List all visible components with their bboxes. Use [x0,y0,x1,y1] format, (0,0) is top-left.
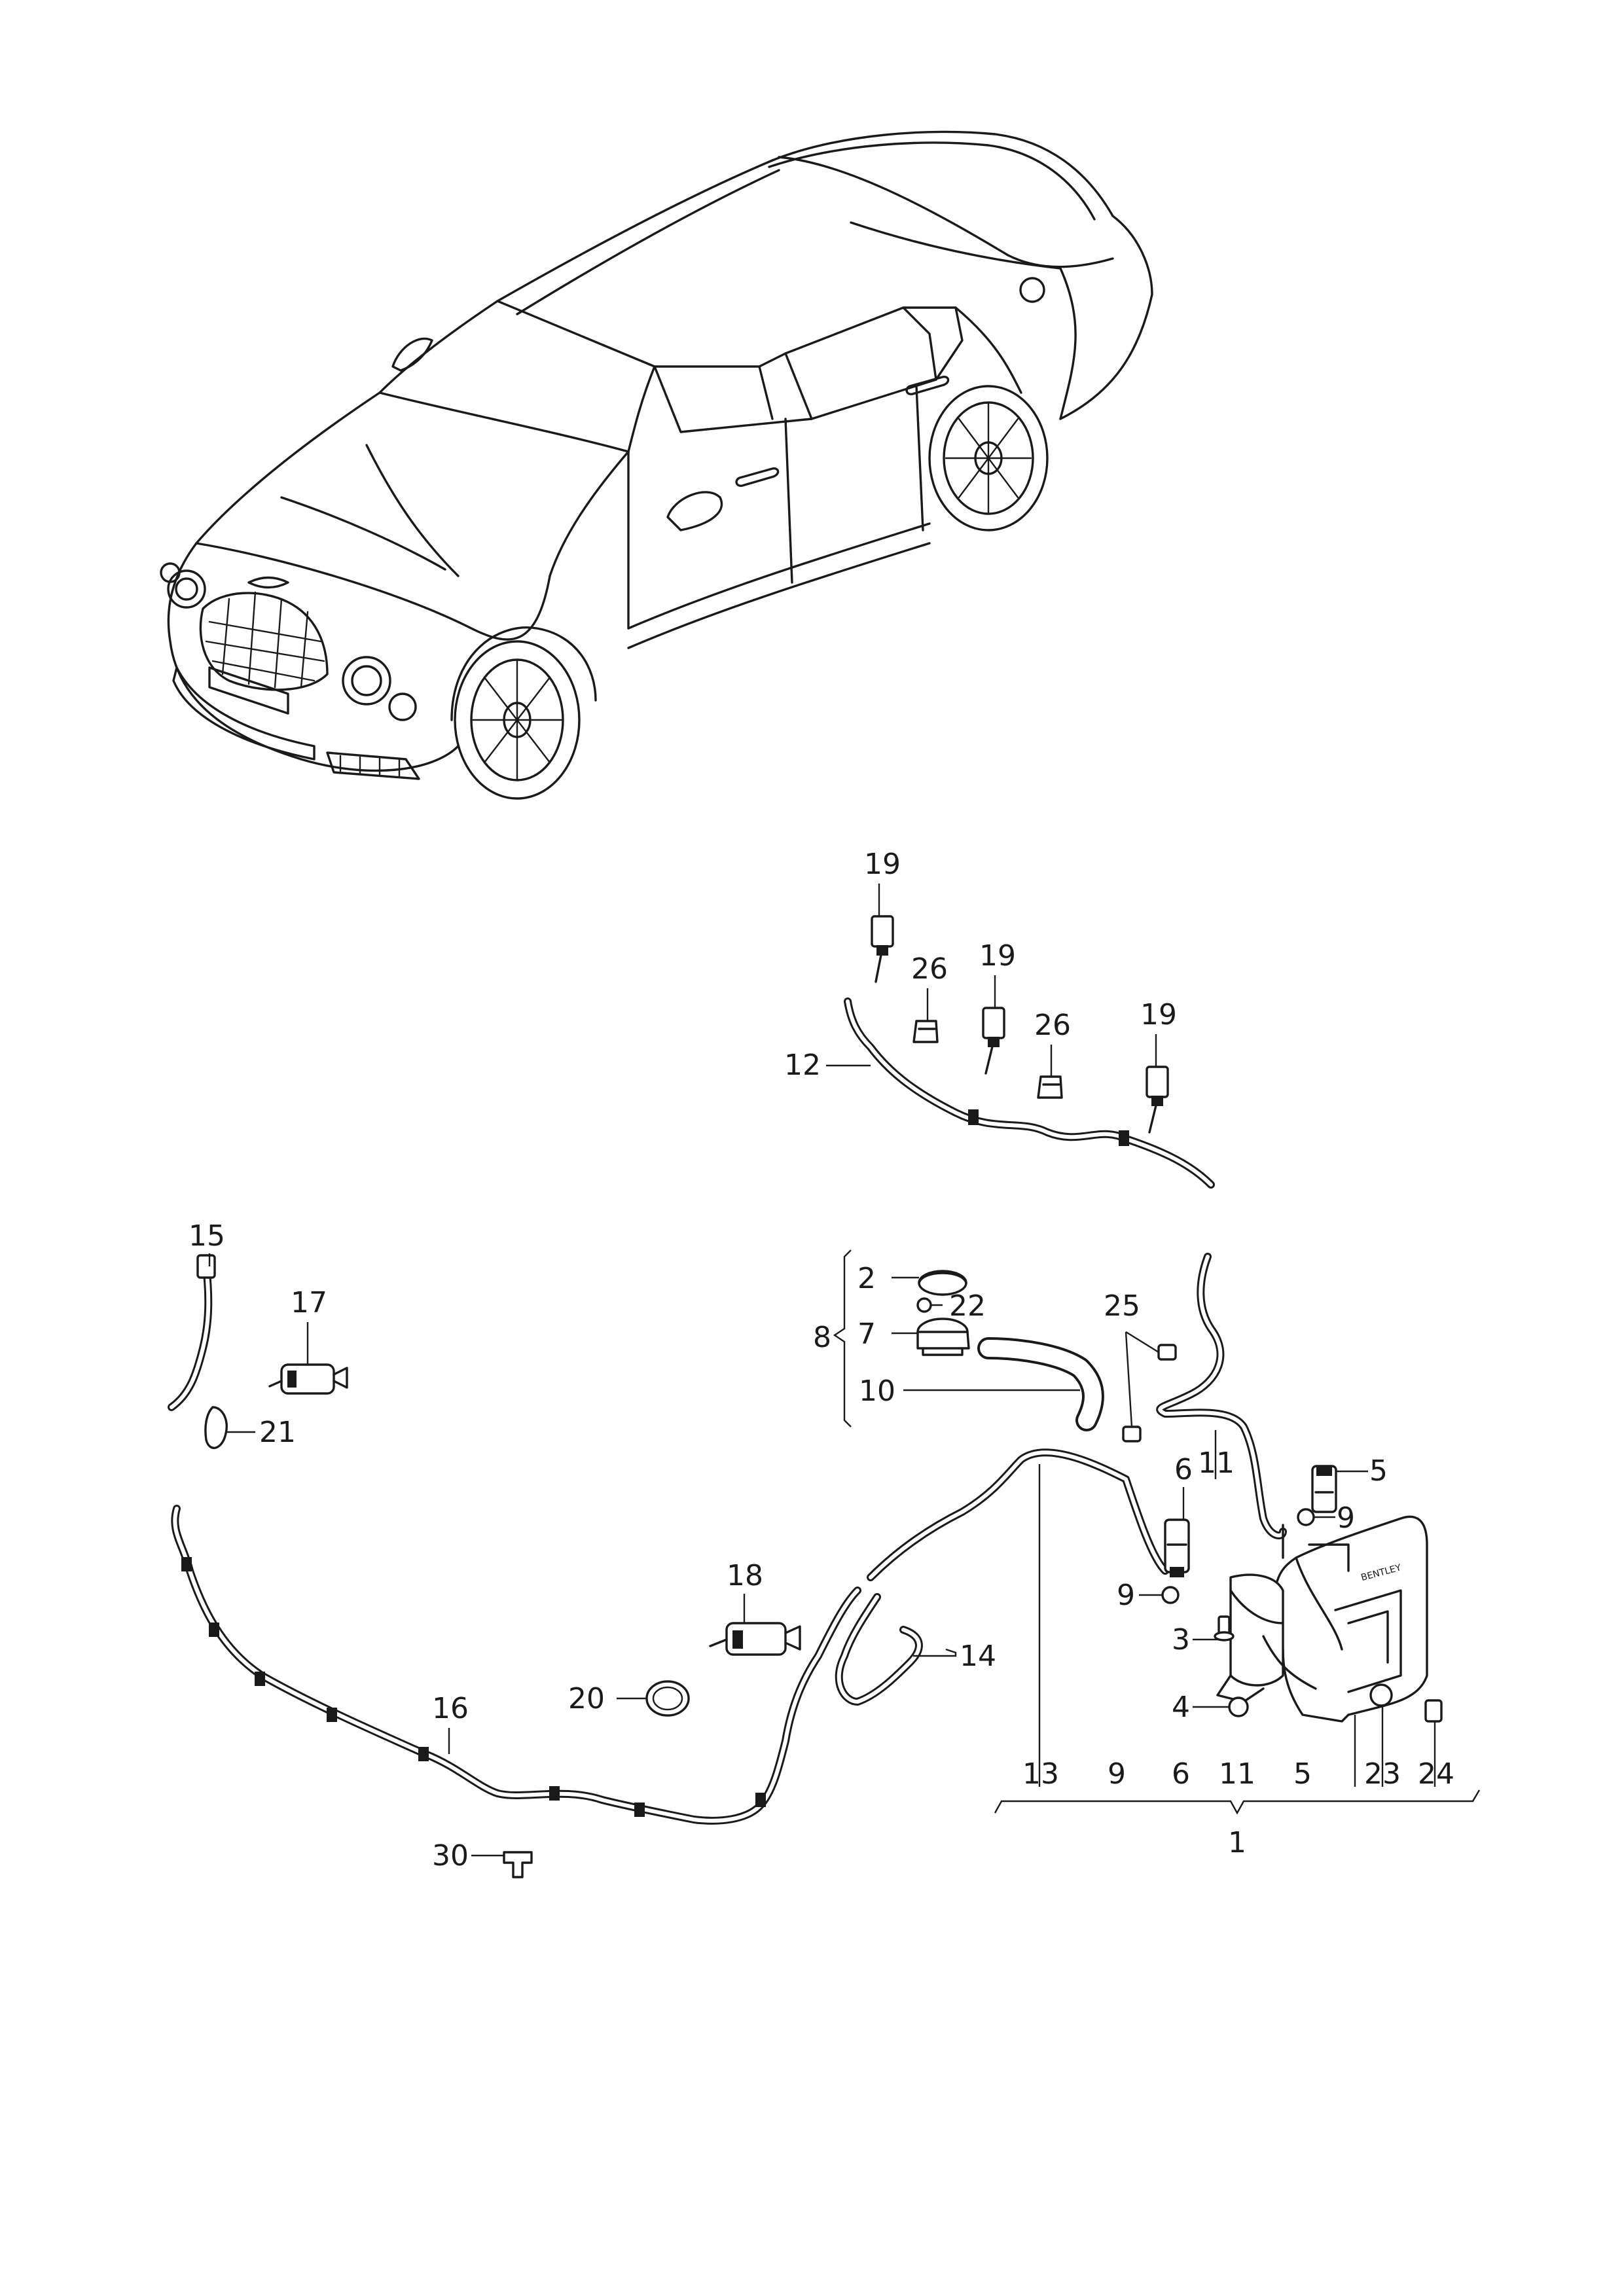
filler-neck-7 [916,1318,970,1356]
callout-6-list: 6 [1172,1757,1190,1791]
callout-9-list: 9 [1108,1757,1126,1791]
pump-5 [1311,1465,1337,1513]
callout-26-a: 26 [911,952,948,986]
seal-20 [645,1680,690,1717]
hose-12 [844,997,1215,1189]
callout-18: 18 [727,1559,763,1592]
callout-25: 25 [1104,1289,1140,1323]
callout-22: 22 [949,1289,986,1323]
callout-19-b: 19 [979,939,1016,973]
callout-5-list: 5 [1293,1757,1312,1791]
callout-10: 10 [859,1374,895,1408]
callout-8: 8 [813,1321,831,1354]
callout-20: 20 [568,1682,605,1715]
hose-11 [1156,1253,1287,1539]
connector-19-c [1146,1066,1169,1134]
pump-18 [709,1622,801,1656]
callout-30: 30 [432,1839,469,1873]
pump-17 [268,1363,348,1395]
grommet-9-a [1297,1508,1315,1526]
callout-24: 24 [1418,1757,1454,1791]
callout-1: 1 [1228,1826,1246,1859]
callout-11-list: 11 [1219,1757,1255,1791]
callout-9-b: 9 [1117,1579,1135,1612]
callout-9-a: 9 [1337,1501,1355,1535]
callout-26-b: 26 [1034,1009,1071,1042]
grommet-9-b [1161,1586,1180,1604]
hose-16 [171,1505,861,1825]
car-illustration [160,130,1153,800]
callout-2: 2 [857,1262,876,1295]
pump-6 [1164,1518,1190,1577]
callout-19-a: 19 [864,848,901,881]
callout-21: 21 [259,1416,296,1449]
callout-23: 23 [1364,1757,1401,1791]
sensor-24 [1424,1699,1443,1723]
hose-13 [867,1448,1169,1581]
screw-3 [1214,1615,1235,1641]
clip-26-a [912,1020,939,1043]
filler-cap-2 [918,1270,967,1296]
callout-labels: 19 26 19 26 19 12 2 22 8 7 10 25 11 5 9 … [189,848,1454,1873]
callout-15: 15 [189,1219,225,1253]
connector-19-b [982,1007,1005,1075]
callout-11-hose: 11 [1198,1446,1235,1480]
callout-13-list: 13 [1022,1757,1059,1791]
callout-3: 3 [1172,1623,1190,1657]
nozzle-cover-21 [204,1406,228,1449]
callout-6-pump: 6 [1174,1453,1193,1486]
callout-4: 4 [1172,1691,1190,1724]
leader-lines [208,884,1481,1857]
hose-14 [835,1593,923,1706]
callout-12: 12 [784,1049,821,1082]
callout-7: 7 [857,1318,876,1351]
callout-16: 16 [432,1692,469,1725]
washer-reservoir: BENTLEY [1216,1515,1428,1723]
hose-15 [168,1254,216,1411]
connector-19-a [871,915,894,983]
screw-22 [916,1297,932,1313]
sensor-25-b [1122,1426,1142,1443]
clip-26-b [1037,1075,1063,1099]
sensor-25-a [1157,1344,1177,1361]
callout-14: 14 [960,1640,996,1673]
filler-hose-10 [977,1337,1104,1431]
nut-4 [1228,1696,1249,1717]
grommet-23 [1369,1683,1393,1707]
callout-19-c: 19 [1140,998,1177,1031]
nozzle-30 [503,1851,533,1878]
callout-5-pump: 5 [1369,1454,1388,1488]
callout-17: 17 [291,1286,327,1319]
